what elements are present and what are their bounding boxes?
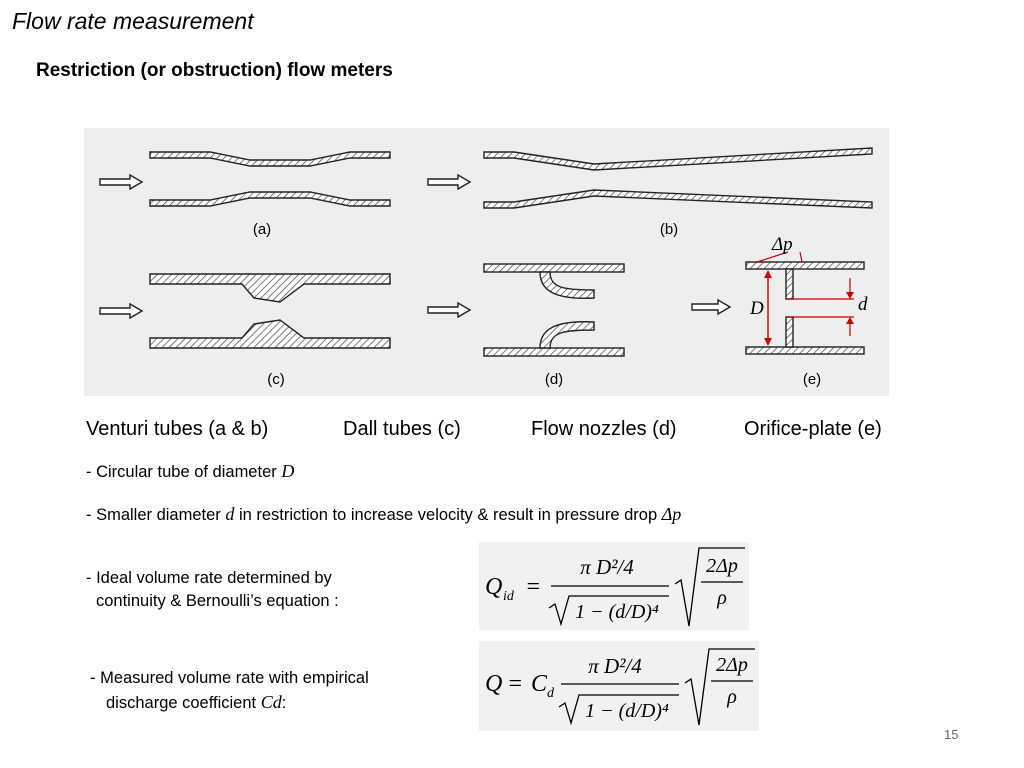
svg-text:d: d xyxy=(547,686,555,701)
flow-arrow-icon xyxy=(99,173,144,191)
svg-text:=: = xyxy=(525,574,541,600)
flow-meter-figure: (a) (b) (c) (d) xyxy=(84,128,889,396)
dall-tube-c: (c) xyxy=(99,273,391,388)
svg-text:2Δp: 2Δp xyxy=(706,555,738,577)
svg-text:π D²/4: π D²/4 xyxy=(580,555,634,579)
flow-meter-diagram: (a) (b) (c) (d) xyxy=(99,147,873,388)
venturi-tube-b: (b) xyxy=(427,147,873,238)
bullet-circular-tube: - Circular tube of diameter D xyxy=(86,461,295,481)
svg-text:2Δp: 2Δp xyxy=(716,654,748,676)
delta-p-label: Δp xyxy=(771,234,793,255)
figure-label-a: (a) xyxy=(253,221,271,238)
flow-arrow-icon xyxy=(427,173,472,191)
svg-text:1 − (d/D)⁴: 1 − (d/D)⁴ xyxy=(585,700,669,722)
flow-nozzle-d: (d) xyxy=(427,263,625,388)
meter-type-dall: Dall tubes (c) xyxy=(343,418,461,440)
svg-text:id: id xyxy=(503,589,515,604)
svg-text:Q: Q xyxy=(485,671,502,697)
orifice-plate-e: (e) xyxy=(691,261,865,388)
venturi-tube-a: (a) xyxy=(99,151,391,238)
svg-text:Q: Q xyxy=(485,574,502,600)
slide-subtitle: Restriction (or obstruction) flow meters xyxy=(36,60,393,81)
svg-text:ρ: ρ xyxy=(716,587,727,609)
svg-text:=: = xyxy=(507,671,523,697)
figure-label-d: (d) xyxy=(545,371,563,388)
bullet-measured-rate: - Measured volume rate with empirical di… xyxy=(90,669,369,712)
bullet-smaller-diameter: - Smaller diameter d in restriction to i… xyxy=(86,504,682,524)
cd-symbol: Cd xyxy=(260,692,282,712)
svg-text:C: C xyxy=(531,671,548,697)
figure-label-c: (c) xyxy=(267,371,285,388)
bullet-ideal-rate: - Ideal volume rate determined by contin… xyxy=(86,569,339,610)
ideal-flow-equation: Q id = π D²/4 1 − (d/D)⁴ 2Δp ρ xyxy=(479,542,749,630)
figure-label-e: (e) xyxy=(803,371,821,388)
meter-type-venturi: Venturi tubes (a & b) xyxy=(86,418,269,440)
diameter-d-label: d xyxy=(858,294,868,315)
flow-arrow-icon xyxy=(427,301,472,319)
diameter-D-label: D xyxy=(749,298,764,319)
svg-text:1 − (d/D)⁴: 1 − (d/D)⁴ xyxy=(575,601,659,623)
figure-label-b: (b) xyxy=(660,221,678,238)
flow-arrow-icon xyxy=(691,298,732,316)
page-number: 15 xyxy=(944,727,959,742)
meter-type-orifice: Orifice-plate (e) xyxy=(744,418,882,440)
measured-flow-equation: Q = C d π D²/4 1 − (d/D)⁴ 2Δp ρ xyxy=(479,641,759,731)
meter-type-nozzle: Flow nozzles (d) xyxy=(531,418,677,440)
dimension-annotations: Δp D d xyxy=(749,234,868,346)
svg-text:ρ: ρ xyxy=(726,686,737,708)
svg-text:π D²/4: π D²/4 xyxy=(588,654,642,678)
slide-title: Flow rate measurement xyxy=(12,8,254,34)
flow-arrow-icon xyxy=(99,302,144,320)
